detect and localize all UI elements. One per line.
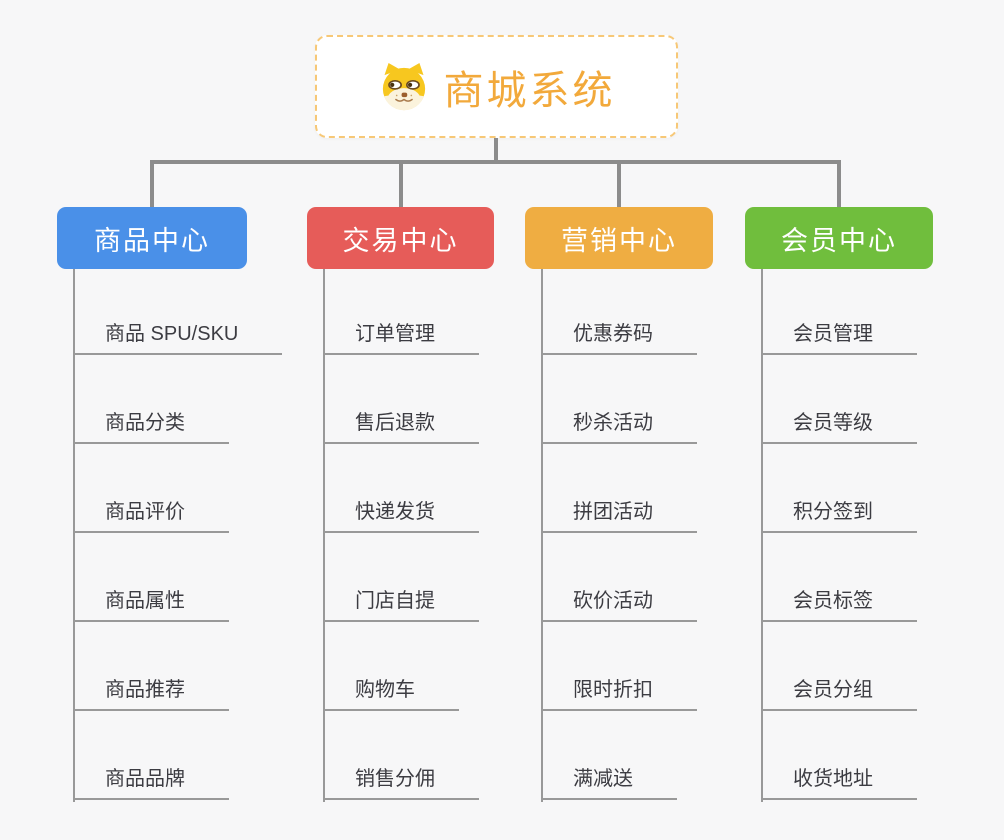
connector-drop — [837, 160, 841, 208]
node-item[interactable]: 商品属性 — [73, 584, 229, 622]
node-item[interactable]: 拼团活动 — [541, 495, 697, 533]
node-item[interactable]: 会员管理 — [761, 317, 917, 355]
root-title: 商城系统 — [443, 68, 616, 113]
node-item[interactable]: 商品 SPU/SKU — [73, 317, 283, 355]
branch-4: 会员中心 会员管理会员等级积分签到会员标签会员分组收货地址 — [745, 207, 933, 827]
branch-spine-line — [73, 269, 75, 802]
branch-spine-line — [323, 269, 325, 802]
branch-header[interactable]: 营销中心 — [525, 207, 713, 269]
node-item[interactable]: 收货地址 — [761, 762, 917, 800]
connector-drop — [150, 160, 154, 208]
node-item[interactable]: 售后退款 — [323, 406, 479, 444]
branch-spine-line — [541, 269, 543, 802]
node-item[interactable]: 会员标签 — [761, 584, 917, 622]
connector-drop — [398, 160, 403, 208]
node-item[interactable]: 订单管理 — [323, 317, 479, 355]
branch-1: 商品中心 商品 SPU/SKU 商品分类商品评价商品属性商品推荐商品品牌 — [57, 207, 283, 827]
node-item[interactable]: 积分签到 — [761, 495, 917, 533]
node-item[interactable]: 快递发货 — [323, 495, 479, 533]
node-item[interactable]: 满减送 — [541, 762, 677, 800]
node-item[interactable]: 销售分佣 — [323, 762, 479, 800]
node-item[interactable]: 商品推荐 — [73, 673, 229, 711]
node-item[interactable]: 购物车 — [323, 673, 459, 711]
node-item[interactable]: 会员分组 — [761, 673, 917, 711]
connector-drop — [617, 160, 621, 208]
branch-2: 交易中心 订单管理售后退款快递发货门店自提购物车销售分佣 — [307, 207, 494, 827]
node-item[interactable]: 商品评价 — [73, 495, 229, 533]
branch-3: 营销中心 优惠券码秒杀活动拼团活动砍价活动限时折扣满减送 — [525, 207, 713, 827]
branch-spine-line — [761, 269, 763, 802]
node-item[interactable]: 商品分类 — [73, 406, 229, 444]
shiba-dog-icon — [378, 62, 430, 111]
branch-header[interactable]: 会员中心 — [745, 207, 933, 269]
node-item[interactable]: 门店自提 — [323, 584, 479, 622]
branch-header[interactable]: 交易中心 — [307, 207, 494, 269]
branch-header[interactable]: 商品中心 — [57, 207, 247, 269]
node-item[interactable]: 商品品牌 — [73, 762, 229, 800]
node-item[interactable]: 会员等级 — [761, 406, 917, 444]
connector-horizontal — [150, 160, 841, 164]
node-item[interactable]: 秒杀活动 — [541, 406, 697, 444]
node-item[interactable]: 砍价活动 — [541, 584, 697, 622]
connector-stub — [494, 138, 498, 164]
root-node[interactable]: 商城系统 — [315, 35, 678, 138]
node-item[interactable]: 优惠券码 — [541, 317, 697, 355]
node-item[interactable]: 限时折扣 — [541, 673, 697, 711]
